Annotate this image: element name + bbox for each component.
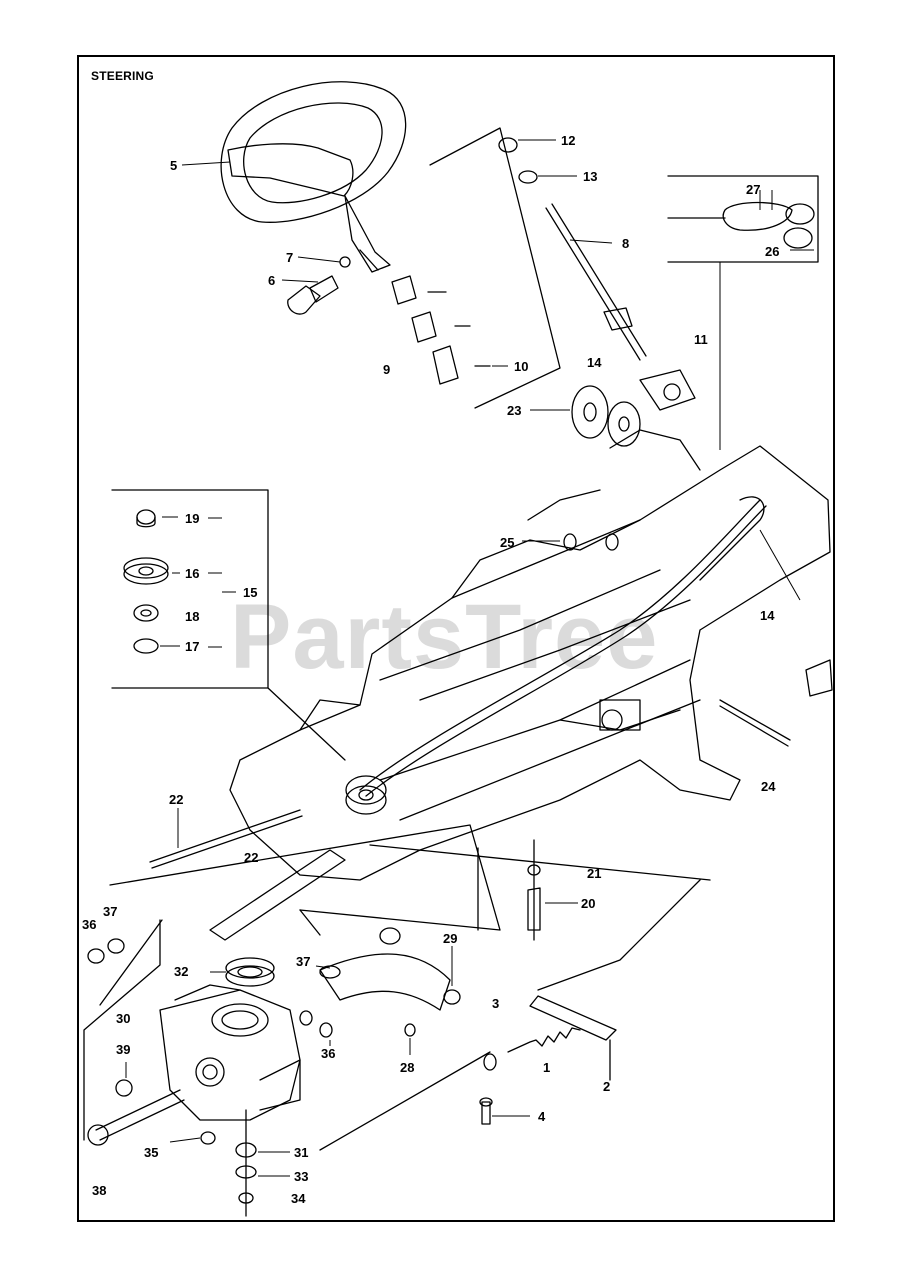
callout-18: 18 xyxy=(185,609,199,624)
callout-4: 4 xyxy=(538,1109,546,1124)
pin-28 xyxy=(404,1023,416,1037)
callout-22: 22 xyxy=(244,850,258,865)
callout-9: 9 xyxy=(383,362,390,377)
nut-29 xyxy=(443,989,461,1005)
callout-2: 2 xyxy=(603,1079,610,1094)
callout-33: 33 xyxy=(294,1169,308,1184)
steering-column-rod xyxy=(498,137,696,411)
callout-14: 14 xyxy=(760,608,775,623)
callout-21: 21 xyxy=(587,866,601,881)
callout-6: 6 xyxy=(268,273,275,288)
bolt-4 xyxy=(479,1097,493,1125)
callout-16: 16 xyxy=(185,566,199,581)
chassis-frame xyxy=(229,429,831,881)
callout-11: 11 xyxy=(694,332,708,347)
page-title: STEERING xyxy=(91,69,154,83)
callout-37: 37 xyxy=(103,904,117,919)
callout-10: 10 xyxy=(514,359,528,374)
diagram-frame: STEERING xyxy=(77,55,835,1222)
callout-38: 38 xyxy=(92,1183,106,1198)
callout-3: 3 xyxy=(492,996,499,1011)
clips-25 xyxy=(563,533,619,551)
callout-37: 37 xyxy=(296,954,310,969)
callout-26: 26 xyxy=(765,244,779,259)
spring-1 xyxy=(483,1027,581,1071)
callout-24: 24 xyxy=(761,779,776,794)
rod-22 xyxy=(149,809,303,869)
callout-28: 28 xyxy=(400,1060,414,1075)
frame-pulley xyxy=(345,775,387,815)
callout-23: 23 xyxy=(507,403,521,418)
callout-15: 15 xyxy=(243,585,257,600)
steering-gear-housing xyxy=(159,984,301,1121)
callout-8: 8 xyxy=(622,236,629,251)
sector-gear-37 xyxy=(319,953,451,1011)
callout-30: 30 xyxy=(116,1011,130,1026)
steering-cable xyxy=(359,496,767,797)
group-box-15 xyxy=(111,489,269,689)
steering-wheel xyxy=(220,81,407,273)
washers-36-37 xyxy=(87,938,333,1038)
callout-14: 14 xyxy=(587,355,602,370)
callout-1: 1 xyxy=(543,1060,550,1075)
group-box-9 xyxy=(429,127,561,409)
shaft-38-39 xyxy=(87,1079,216,1146)
callout-36: 36 xyxy=(321,1046,335,1061)
group-15-parts xyxy=(123,509,169,654)
callout-39: 39 xyxy=(116,1042,130,1057)
bushing-32 xyxy=(225,957,275,987)
callout-labels: 5 7 6 9 10 12 13 8 27 26 11 14 23 14 19 … xyxy=(82,133,779,1206)
callout-20: 20 xyxy=(581,896,595,911)
callout-31: 31 xyxy=(294,1145,308,1160)
leader-lines xyxy=(125,139,814,1177)
callout-25: 25 xyxy=(500,535,514,550)
pulleys-23 xyxy=(571,385,641,447)
callout-13: 13 xyxy=(583,169,597,184)
callout-7: 7 xyxy=(286,250,293,265)
callout-34: 34 xyxy=(291,1191,306,1206)
callout-22: 22 xyxy=(169,792,183,807)
bottom-washers xyxy=(235,1109,257,1217)
rod-24 xyxy=(719,699,791,747)
callout-27: 27 xyxy=(746,182,760,197)
bracket-26-27 xyxy=(667,175,819,263)
callout-5: 5 xyxy=(170,158,177,173)
callout-36: 36 xyxy=(82,917,96,932)
callout-19: 19 xyxy=(185,511,199,526)
callout-32: 32 xyxy=(174,964,188,979)
group-box-lines xyxy=(83,824,711,1141)
callout-35: 35 xyxy=(144,1145,158,1160)
callout-12: 12 xyxy=(561,133,575,148)
callout-17: 17 xyxy=(185,639,199,654)
callout-29: 29 xyxy=(443,931,457,946)
bracket-2 xyxy=(529,995,617,1041)
bolt-20 xyxy=(527,839,541,941)
